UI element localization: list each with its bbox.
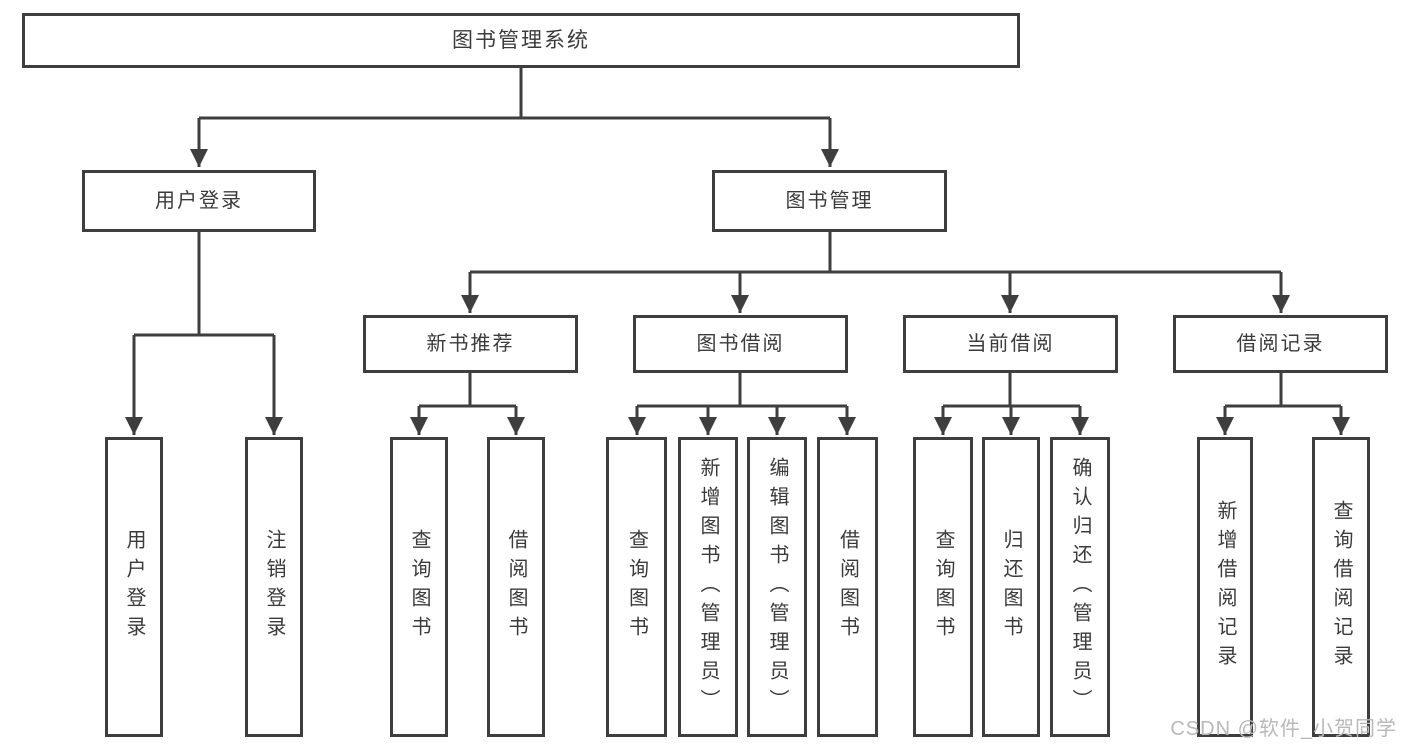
- node-label: 借阅图书: [836, 529, 859, 645]
- leaf-cb-query-books: 查询图书: [913, 437, 973, 737]
- node-label: 查询图书: [932, 529, 954, 645]
- node-label: 用户登录: [123, 529, 145, 645]
- node-label: 新增图书（管理员）: [697, 456, 719, 718]
- node-user-login: 用户登录: [82, 170, 316, 232]
- node-label: 借阅图书: [505, 529, 527, 645]
- node-label: 图书管理: [785, 190, 874, 212]
- node-label: 编辑图书（管理员）: [766, 456, 788, 718]
- leaf-cb-return-books: 归还图书: [982, 437, 1040, 737]
- node-borrowing-records: 借阅记录: [1173, 315, 1388, 373]
- node-label: 用户登录: [155, 190, 243, 212]
- csdn-watermark: CSDN @软件_小贺同学: [1170, 718, 1397, 740]
- leaf-bb-edit-books-admin: 编辑图书（管理员）: [747, 437, 807, 737]
- leaf-bb-borrow-books: 借阅图书: [817, 437, 878, 737]
- node-label: 查询借阅记录: [1330, 500, 1352, 674]
- node-library-management-system: 图书管理系统: [22, 13, 1020, 68]
- leaf-user-login: 用户登录: [105, 437, 163, 737]
- leaf-logout-login: 注销登录: [245, 437, 303, 737]
- node-label: 确认归还（管理员）: [1069, 456, 1091, 718]
- node-label: 新书推荐: [426, 333, 515, 355]
- node-current-borrowing: 当前借阅: [903, 315, 1118, 373]
- node-label: 注销登录: [263, 529, 285, 645]
- node-label: 图书借阅: [696, 333, 785, 355]
- node-label: 查询图书: [408, 529, 430, 645]
- leaf-nbr-borrow-books: 借阅图书: [487, 437, 545, 737]
- node-label: 借阅记录: [1236, 333, 1325, 355]
- leaf-br-query-record: 查询借阅记录: [1312, 437, 1370, 737]
- node-label: 查询图书: [625, 529, 648, 645]
- node-label: 当前借阅: [966, 333, 1055, 355]
- node-new-book-recommend: 新书推荐: [363, 315, 578, 373]
- node-book-borrowing: 图书借阅: [633, 315, 848, 373]
- leaf-cb-confirm-return-admin: 确认归还（管理员）: [1050, 437, 1110, 737]
- leaf-bb-query-books: 查询图书: [606, 437, 667, 737]
- leaf-br-add-record: 新增借阅记录: [1197, 437, 1253, 737]
- node-label: 图书管理系统: [452, 29, 590, 52]
- leaf-bb-add-books-admin: 新增图书（管理员）: [678, 437, 738, 737]
- node-book-management: 图书管理: [712, 170, 947, 232]
- leaf-nbr-query-books: 查询图书: [390, 437, 448, 737]
- node-label: 归还图书: [1000, 529, 1022, 645]
- node-label: 新增借阅记录: [1214, 500, 1236, 674]
